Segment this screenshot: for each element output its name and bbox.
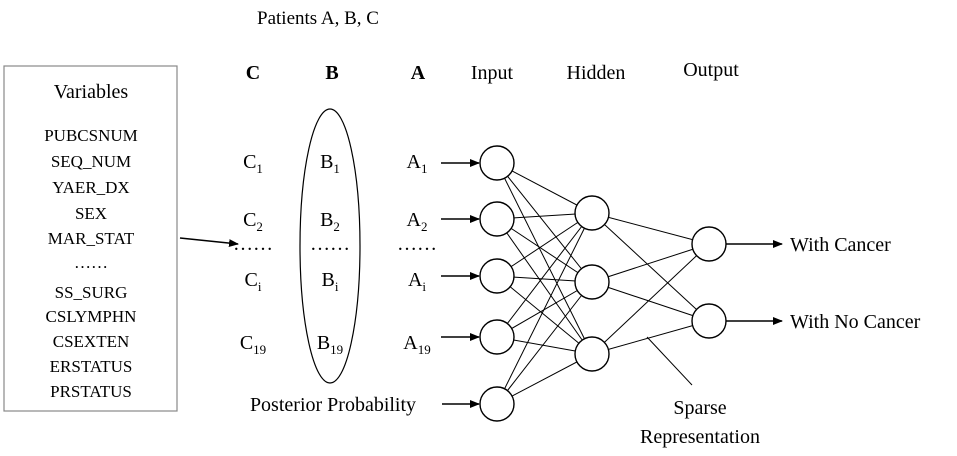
patient-b-value: Bi (322, 269, 339, 294)
input-arrows (441, 159, 480, 408)
variable-item: PUBCSNUM (44, 126, 138, 145)
patient-a-value: A2 (407, 209, 428, 234)
patient-a-value: A19 (403, 332, 430, 357)
patient-c-value: C2 (243, 209, 263, 234)
variable-item: PRSTATUS (50, 382, 132, 401)
patient-b-value: B1 (320, 151, 340, 176)
input-node (479, 386, 515, 422)
input-hidden-edge (496, 162, 593, 283)
hidden-output-edge (591, 320, 710, 355)
patient-b-ellipse (299, 108, 361, 384)
network-edges (496, 162, 710, 405)
diagram-title: Patients A, B, C (257, 8, 379, 29)
variable-item: SEX (75, 204, 107, 223)
hidden-output-edge (591, 243, 710, 355)
input-hidden-edge (496, 281, 593, 405)
patient-c-value: C19 (240, 332, 266, 357)
input-node (479, 258, 515, 294)
patient-b-value: B19 (317, 332, 343, 357)
variables-heading: Variables (54, 81, 129, 103)
input-hidden-edge (496, 212, 593, 338)
posterior-probability-label: Posterior Probability (250, 394, 416, 416)
variables-box (3, 65, 178, 412)
variable-item: CSEXTEN (53, 332, 130, 351)
input-node (479, 319, 515, 355)
input-hidden-edge (496, 275, 593, 355)
hidden-node (574, 336, 610, 372)
variable-item: CSLYMPHN (46, 307, 137, 326)
output-node (691, 303, 727, 339)
patient-a-value: …… (397, 233, 437, 255)
hidden-output-edge (591, 243, 710, 283)
output-label: Output (683, 59, 739, 81)
hidden-label: Hidden (567, 62, 626, 84)
patient-c-value: Ci (245, 269, 262, 294)
input-hidden-edge (496, 218, 593, 355)
variable-item: …… (74, 253, 108, 272)
hidden-output-edge (591, 212, 710, 245)
input-node (479, 145, 515, 181)
column-header-a: A (411, 62, 426, 84)
output-with-no-cancer: With No Cancer (790, 311, 921, 333)
input-node (479, 201, 515, 237)
patient-c-value: …… (233, 233, 273, 255)
sparse-label: Sparse (673, 397, 726, 419)
input-label: Input (471, 62, 514, 84)
patient-b-value: …… (310, 233, 350, 255)
patient-b-value: B2 (320, 209, 340, 234)
column-header-c: C (246, 62, 260, 84)
column-header-b: B (325, 62, 338, 84)
hidden-output-edge (591, 212, 710, 322)
input-hidden-edge (496, 218, 593, 283)
network-nodes (479, 145, 727, 422)
hidden-node (574, 264, 610, 300)
input-hidden-edge (496, 162, 593, 355)
variable-item: SEQ_NUM (51, 152, 131, 171)
hidden-output-edge (591, 281, 710, 322)
output-with-cancer: With Cancer (790, 234, 891, 256)
variables-arrow (179, 237, 239, 248)
output-node (691, 226, 727, 262)
variable-item: YAER_DX (52, 178, 129, 197)
input-hidden-edge (496, 212, 593, 277)
variable-item: MAR_STAT (48, 229, 135, 248)
patient-a-value: Ai (408, 269, 426, 294)
input-hidden-edge (496, 162, 593, 214)
representation-label: Representation (640, 426, 760, 448)
variable-item: SS_SURG (55, 283, 128, 302)
hidden-node (574, 195, 610, 231)
variables-list: PUBCSNUM SEQ_NUM YAER_DX SEX MAR_STAT …… SS_SU… (44, 126, 138, 401)
input-hidden-edge (496, 353, 593, 405)
patient-a-value: A1 (407, 151, 428, 176)
patient-c-value: C1 (243, 151, 263, 176)
input-hidden-edge (496, 212, 593, 405)
variable-item: ERSTATUS (50, 357, 133, 376)
sparse-pointer-line (646, 336, 693, 386)
